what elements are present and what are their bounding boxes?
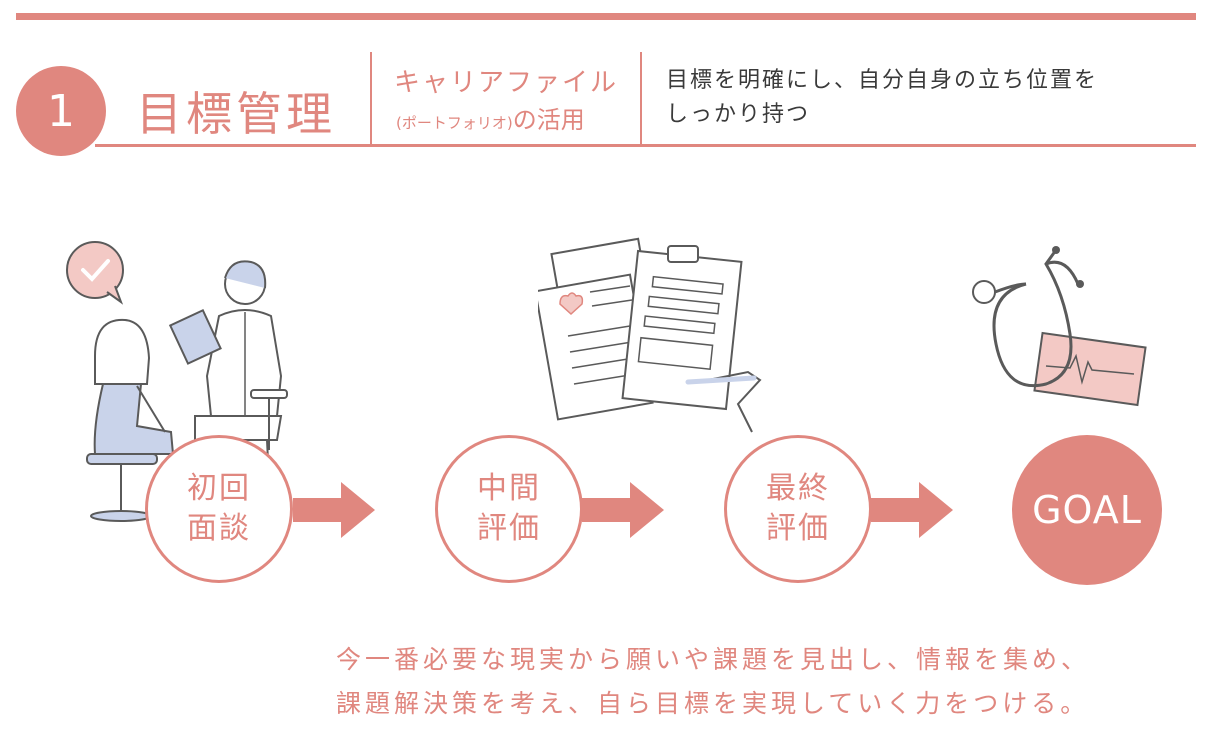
step-label-line2: 評価 bbox=[766, 511, 830, 546]
step-mid-evaluation: 中間 評価 bbox=[435, 435, 583, 583]
header-divider-2 bbox=[640, 52, 642, 144]
right-arrow-icon bbox=[871, 482, 953, 538]
subtitle-paren: (ポートフォリオ) bbox=[396, 114, 513, 132]
consultation-illustration bbox=[66, 241, 288, 522]
section-description: 目標を明確にし、自分自身の立ち位置を しっかり持つ bbox=[666, 64, 1098, 132]
step-label-line1: 最終 bbox=[766, 471, 830, 506]
right-arrow-icon bbox=[293, 482, 375, 538]
summary-text: 今一番必要な現実から願いや課題を見出し、情報を集め、 課題解決策を考え、自ら目標… bbox=[336, 638, 1090, 726]
section-number-badge: 1 bbox=[16, 66, 106, 156]
check-speech-bubble-icon bbox=[66, 241, 124, 305]
goal-circle: GOAL bbox=[1012, 435, 1162, 585]
subtitle-line2: (ポートフォリオ)の活用 bbox=[396, 100, 585, 135]
top-accent-bar bbox=[16, 13, 1196, 20]
step-label-line2: 評価 bbox=[477, 511, 541, 546]
step-label-line1: 中間 bbox=[477, 471, 541, 506]
description-line1: 目標を明確にし、自分自身の立ち位置を bbox=[666, 68, 1099, 93]
step-final-evaluation: 最終 評価 bbox=[724, 435, 872, 583]
subtitle-suffix: の活用 bbox=[512, 106, 585, 134]
summary-line1: 今一番必要な現実から願いや課題を見出し、情報を集め、 bbox=[336, 645, 1091, 674]
right-arrow-icon bbox=[582, 482, 664, 538]
step-label-line2: 面談 bbox=[187, 511, 251, 546]
subtitle-line1: キャリアファイル bbox=[394, 68, 619, 98]
description-line2: しっかり持つ bbox=[666, 102, 811, 127]
documents-clipboard-illustration bbox=[538, 237, 762, 433]
step-initial-interview: 初回 面談 bbox=[145, 435, 293, 583]
step-label-line1: 初回 bbox=[187, 471, 251, 506]
header-divider-1 bbox=[370, 52, 372, 144]
summary-line2: 課題解決策を考え、自ら目標を実現していく力をつける。 bbox=[336, 689, 1090, 718]
header-underline bbox=[95, 144, 1196, 147]
stethoscope-ecg-illustration bbox=[972, 246, 1147, 407]
section-title: 目標管理 bbox=[136, 87, 336, 141]
